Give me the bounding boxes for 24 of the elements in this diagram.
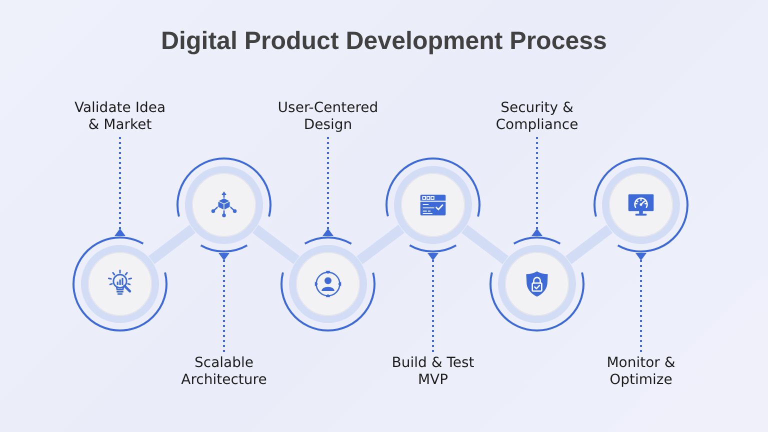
connector-bar bbox=[565, 224, 613, 264]
step-label: Build & Test MVP bbox=[379, 355, 487, 389]
step-label: Security & Compliance bbox=[483, 100, 591, 134]
connector-bar bbox=[461, 224, 509, 264]
leader-line bbox=[636, 253, 646, 352]
leader-line bbox=[428, 253, 438, 352]
connector-bar bbox=[356, 224, 404, 264]
leader-line bbox=[218, 253, 230, 352]
step-circle bbox=[489, 236, 585, 332]
step-label: Scalable Architecture bbox=[170, 355, 278, 389]
step-label: Monitor & Optimize bbox=[587, 355, 695, 389]
connector-bar bbox=[252, 224, 300, 264]
leader-line bbox=[322, 137, 334, 236]
step-circle bbox=[385, 157, 481, 253]
step-circle bbox=[176, 157, 272, 253]
diagram-title: Digital Product Development Process bbox=[161, 27, 607, 56]
step-label: User-Centered Design bbox=[274, 100, 382, 134]
step-circle bbox=[72, 236, 168, 332]
step-label: Validate Idea & Market bbox=[70, 100, 170, 134]
leader-line bbox=[114, 137, 126, 236]
step-circle bbox=[280, 236, 376, 332]
connector-bar bbox=[148, 224, 196, 264]
step-circle bbox=[593, 157, 689, 253]
leader-line bbox=[532, 137, 542, 236]
